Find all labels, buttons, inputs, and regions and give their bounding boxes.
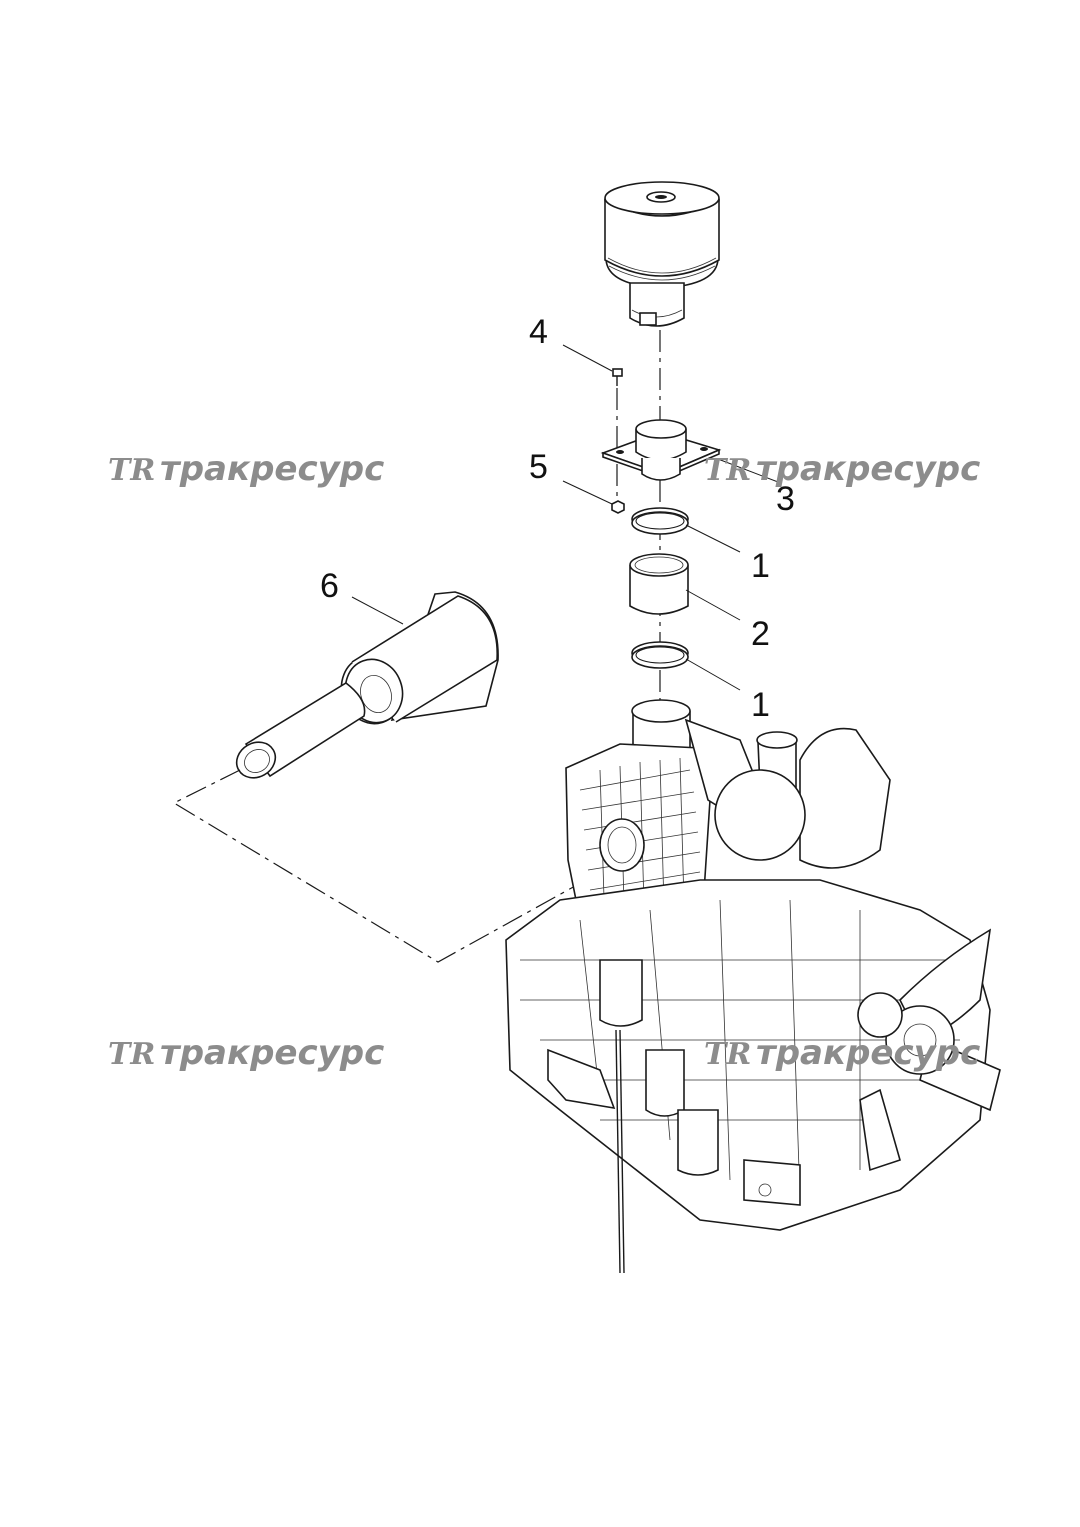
air-precleaner (604, 181, 720, 327)
watermark-text: тракресурс (756, 449, 980, 489)
callout-4: 4 (529, 313, 548, 351)
watermark-text: тракресурс (160, 1033, 384, 1073)
hose-routing-line (172, 769, 605, 963)
watermark-logo: TR (108, 1037, 155, 1072)
callout-1-lower: 1 (751, 686, 770, 724)
dipstick (619, 1029, 625, 1274)
callout-1-upper: 1 (751, 547, 770, 585)
watermark-logo: TR (704, 453, 751, 488)
callout-6: 6 (320, 567, 339, 605)
watermark-bottom-right: TR тракресурс (704, 1033, 980, 1073)
callout-2: 2 (751, 615, 770, 653)
watermark-text: тракресурс (756, 1033, 980, 1073)
nut-part-5 (611, 500, 625, 514)
flange-adapter-part-3 (600, 419, 722, 481)
clamp-ring-part-1-upper (631, 507, 689, 535)
watermark-top-right: TR тракресурс (704, 449, 980, 489)
engine-assembly (505, 699, 1001, 1274)
watermark-top-left: TR тракресурс (108, 449, 384, 489)
intake-hose-part-6 (235, 591, 499, 779)
watermark-logo: TR (704, 1037, 751, 1072)
watermark-text: тракресурс (160, 449, 384, 489)
callout-3: 3 (776, 480, 795, 518)
watermark-logo: TR (108, 453, 155, 488)
sleeve-part-2 (629, 553, 689, 615)
callout-5: 5 (529, 448, 548, 486)
watermark-bottom-left: TR тракресурс (108, 1033, 384, 1073)
bolt-part-4 (612, 368, 623, 500)
leader-lines (351, 344, 779, 691)
clamp-ring-part-1-lower (631, 641, 689, 669)
